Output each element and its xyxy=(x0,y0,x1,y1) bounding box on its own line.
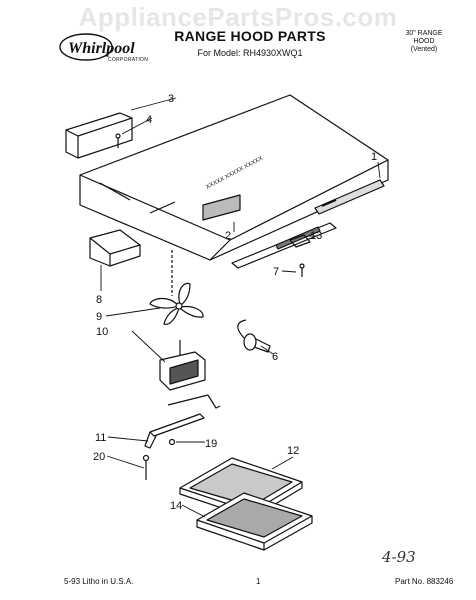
part-10-motor xyxy=(159,340,206,391)
callout-11: 11 xyxy=(95,432,106,444)
part-1-control-strip xyxy=(314,179,385,215)
callout-19: 19 xyxy=(205,438,217,450)
page-title: RANGE HOOD PARTS xyxy=(174,28,326,44)
part-6-power-cord xyxy=(237,319,271,353)
callout-3: 3 xyxy=(168,93,174,105)
part-3-duct-cover xyxy=(65,112,133,159)
model-number: For Model: RH4930XWQ1 xyxy=(197,48,303,58)
part-20-screw xyxy=(142,454,150,480)
spec-line-1: 30" RANGE xyxy=(405,30,443,37)
whirlpool-logo: Whirlpool CORPORATION xyxy=(56,30,149,64)
callout-8: 8 xyxy=(96,294,102,306)
watermark: AppliancePartsPros.com xyxy=(78,2,398,32)
spec-line-2: HOOD xyxy=(413,38,435,45)
callout-2: 2 xyxy=(225,230,231,242)
footer-litho: 5-93 Litho in U.S.A. xyxy=(64,577,134,586)
brand-name: Whirlpool xyxy=(68,40,135,57)
callout-numbers: 1 2 3 4 6 7 8 9 10 11 12 13 14 19 20 xyxy=(93,93,377,512)
part-13-bracket xyxy=(289,234,311,248)
footer-page-number: 1 xyxy=(256,577,261,586)
callout-10: 10 xyxy=(96,326,108,338)
logo-swoosh xyxy=(59,33,113,61)
part-2-light-lens xyxy=(202,194,241,221)
handwritten-date: 4-93 xyxy=(382,548,416,566)
callout-7: 7 xyxy=(273,266,279,278)
part-19-nut xyxy=(168,438,176,446)
brand-sub: CORPORATION xyxy=(108,57,149,63)
part-12-grease-filter xyxy=(179,457,303,519)
footer-part-number: Part No. 883246 xyxy=(395,577,454,586)
callout-4: 4 xyxy=(146,114,152,126)
spec-line-3: (Vented) xyxy=(410,46,438,53)
part-8-box xyxy=(89,229,141,267)
part-11-mount-bracket xyxy=(144,394,221,449)
leader-lines xyxy=(100,97,381,518)
front-trim-strip xyxy=(231,222,337,269)
callout-12: 12 xyxy=(287,445,299,457)
spec-block: 30" RANGE HOOD (Vented) xyxy=(384,30,464,54)
callout-20: 20 xyxy=(93,451,105,463)
callout-1: 1 xyxy=(371,151,377,163)
part-9-fan-blade xyxy=(149,282,204,325)
part-7-screw xyxy=(299,263,305,277)
callout-14: 14 xyxy=(170,500,182,512)
callout-6: 6 xyxy=(272,351,278,363)
hood-body: XXXXX XXXXX XXXXX xyxy=(79,94,389,261)
callout-13: 13 xyxy=(310,230,322,242)
part-4-screw xyxy=(115,133,121,148)
part-14-grease-filter xyxy=(196,492,313,551)
callout-9: 9 xyxy=(96,311,102,323)
